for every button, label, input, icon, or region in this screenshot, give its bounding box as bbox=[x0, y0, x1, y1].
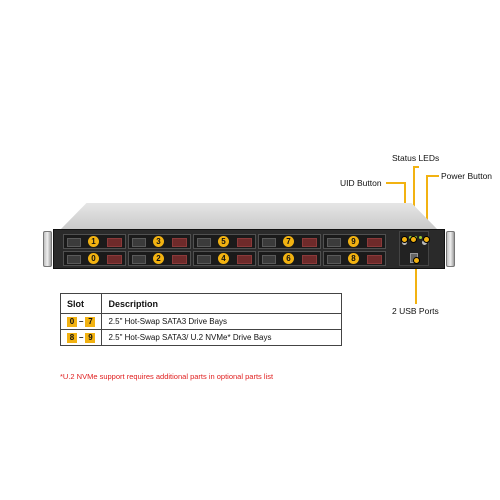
status-led-icon bbox=[419, 236, 422, 239]
slot-start: 8 bbox=[67, 332, 77, 343]
uid-button-leader-h bbox=[386, 182, 405, 184]
status-leds-marker bbox=[410, 236, 417, 243]
drive-bay: 0 bbox=[63, 251, 126, 266]
status-leds-label: Status LEDs bbox=[392, 153, 440, 163]
drive-bay: 2 bbox=[128, 251, 191, 266]
power-button-leader-h bbox=[426, 175, 439, 177]
slot-description: 2.5" Hot-Swap SATA3/ U.2 NVMe* Drive Bay… bbox=[101, 329, 342, 346]
power-button-label: Power Button bbox=[441, 171, 493, 181]
drive-bay: 8 bbox=[323, 251, 386, 266]
bay-number: 5 bbox=[218, 236, 229, 247]
status-leds-leader-branch bbox=[413, 166, 419, 168]
nvme-footnote: *U.2 NVMe support requires additional pa… bbox=[60, 372, 274, 381]
slot-range: 8–9 bbox=[59, 329, 103, 346]
slot-description: 2.5" Hot-Swap SATA3 Drive Bays bbox=[101, 313, 342, 330]
server-chassis-top bbox=[60, 203, 438, 230]
bay-number: 7 bbox=[283, 236, 294, 247]
uid-button-label: UID Button bbox=[340, 178, 382, 188]
bay-number: 9 bbox=[348, 236, 359, 247]
bay-number: 3 bbox=[153, 236, 164, 247]
rack-ear-right bbox=[446, 231, 455, 267]
drive-bay: 1 bbox=[63, 234, 126, 249]
drive-bay: 7 bbox=[258, 234, 321, 249]
usb-ports-marker bbox=[413, 257, 420, 264]
table-row: 8–9 2.5" Hot-Swap SATA3/ U.2 NVMe* Drive… bbox=[59, 329, 342, 346]
table-row: 0–7 2.5" Hot-Swap SATA3 Drive Bays bbox=[59, 313, 342, 330]
slot-end: 9 bbox=[85, 332, 96, 343]
power-button-marker bbox=[423, 236, 430, 243]
bay-number: 1 bbox=[88, 236, 99, 247]
slot-table: Slot Description 0–7 2.5" Hot-Swap SATA3… bbox=[59, 293, 342, 346]
bay-number: 2 bbox=[153, 253, 164, 264]
drive-bay: 5 bbox=[193, 234, 256, 249]
usb-ports-leader bbox=[415, 262, 417, 304]
uid-button-marker bbox=[401, 236, 408, 243]
slot-start: 0 bbox=[67, 316, 77, 327]
drive-bay: 9 bbox=[323, 234, 386, 249]
slot-separator: – bbox=[79, 316, 84, 326]
slot-separator: – bbox=[79, 332, 84, 342]
rack-ear-left bbox=[43, 231, 52, 267]
drive-bay: 3 bbox=[128, 234, 191, 249]
bay-number: 0 bbox=[88, 253, 99, 264]
bay-number: 8 bbox=[348, 253, 359, 264]
status-leds-leader bbox=[413, 166, 415, 238]
bay-number: 4 bbox=[218, 253, 229, 264]
drive-bay: 6 bbox=[258, 251, 321, 266]
bay-number: 6 bbox=[283, 253, 294, 264]
table-header-row: Slot Description bbox=[59, 293, 342, 314]
server-front-panel: 1 3 5 7 9 0 2 4 6 8 bbox=[53, 229, 445, 269]
usb-ports-label: 2 USB Ports bbox=[392, 306, 439, 316]
power-button-leader-v bbox=[426, 175, 428, 239]
slot-range: 0–7 bbox=[59, 313, 103, 330]
drive-bay: 4 bbox=[193, 251, 256, 266]
description-header: Description bbox=[101, 293, 342, 314]
slot-end: 7 bbox=[85, 316, 96, 327]
slot-header: Slot bbox=[59, 293, 103, 314]
